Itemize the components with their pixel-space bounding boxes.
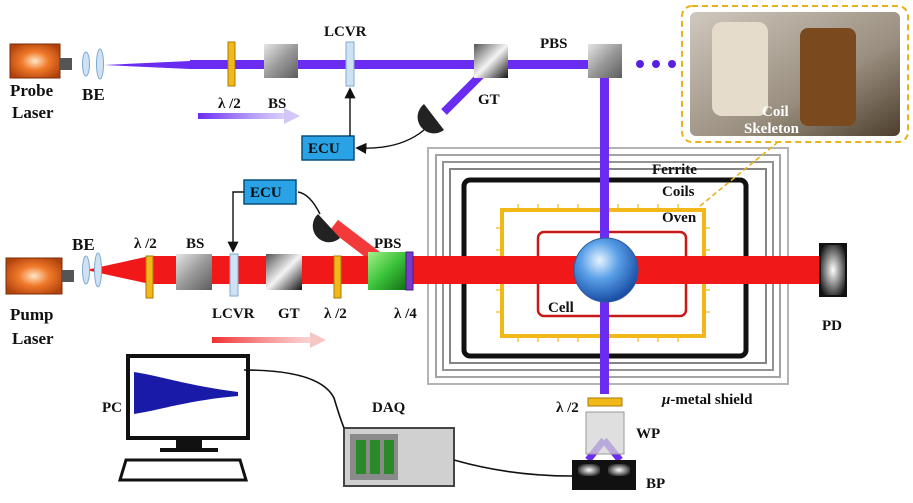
- quarterwave-plate: [405, 251, 414, 291]
- vapor-cell: [573, 237, 639, 303]
- daq-label: DAQ: [372, 400, 406, 416]
- balanced-detector-top: [417, 104, 444, 134]
- halfwave-plate-lower: [587, 397, 623, 407]
- pbs-label-top: PBS: [540, 36, 568, 52]
- pbs-label-bottom: PBS: [374, 236, 402, 252]
- pump-laser-label-2: Laser: [12, 329, 54, 348]
- pd-label: PD: [822, 318, 842, 334]
- bp-label: BP: [646, 476, 665, 492]
- probe-beam: [190, 60, 608, 69]
- pbs-bottom: [368, 252, 406, 290]
- probe-laser: [9, 43, 72, 79]
- beam-expander-bottom: [82, 252, 102, 288]
- coil-skeleton-photo: [681, 5, 909, 143]
- detector-pump: [312, 214, 340, 243]
- pump-beam: [150, 256, 820, 284]
- ecu-label-bottom: ECU: [250, 185, 282, 201]
- glan-taylor-top: [474, 44, 508, 78]
- ecu-box-bottom: [243, 179, 297, 205]
- pc-label: PC: [102, 400, 122, 416]
- photodiode: [819, 243, 847, 297]
- bs-label-top: BS: [268, 96, 286, 112]
- pump-direction-arrow: [212, 332, 326, 348]
- mu-metal-label: μ-metal shield: [661, 392, 753, 408]
- coil-skeleton-label-1: Coil: [762, 104, 789, 120]
- lcvr-top: [345, 41, 355, 87]
- probe-laser-label-1: Probe: [10, 81, 54, 100]
- wollaston-prism: [585, 411, 625, 455]
- coils-label: Coils: [662, 184, 695, 200]
- lcvr-label-bottom: LCVR: [212, 306, 255, 322]
- continuation-dots: [636, 60, 676, 68]
- ecu-bottom-to-lcvr: [227, 191, 244, 253]
- glan-taylor-bottom: [266, 254, 302, 290]
- probe-beam-expanding: [104, 61, 190, 69]
- halfwave-plate-pump-1: [145, 255, 154, 299]
- halfwave-label-top: λ /2: [218, 96, 241, 112]
- beam-splitter-bottom: [176, 254, 212, 290]
- gt-label-top: GT: [478, 92, 500, 108]
- wp-label: WP: [636, 426, 660, 442]
- pc-to-daq-cable: [243, 369, 345, 429]
- lcvr-label-top: LCVR: [324, 24, 367, 40]
- be-label-bottom: BE: [72, 235, 95, 254]
- daq-device: [343, 427, 455, 487]
- probe-beam-vertical: [600, 60, 609, 394]
- pc-monitor: [117, 354, 250, 482]
- ecu-box-top: [301, 135, 355, 161]
- quarterwave-label: λ /4: [394, 306, 417, 322]
- oven-label: Oven: [662, 210, 697, 226]
- pump-beam-expanding: [86, 256, 150, 284]
- gt-label-bottom: GT: [278, 306, 300, 322]
- daq-to-bp-cable: [453, 459, 573, 477]
- halfwave-plate-pump-2: [333, 255, 342, 299]
- beam-expander-top: [82, 48, 104, 80]
- halfwave-label-lower: λ /2: [556, 400, 579, 416]
- beam-splitter-top: [264, 44, 298, 78]
- photo-callout-line: [699, 141, 779, 207]
- cell-label: Cell: [548, 300, 574, 316]
- pump-laser-label-1: Pump: [10, 305, 53, 324]
- ecu-label-top: ECU: [308, 141, 340, 157]
- halfwave-label-pump-2: λ /2: [324, 306, 347, 322]
- ferrite-label: Ferrite: [652, 162, 697, 178]
- detector-to-ecu-bottom: [297, 191, 321, 215]
- probe-laser-label-2: Laser: [12, 103, 54, 122]
- halfwave-plate-top: [227, 41, 236, 87]
- coil-skeleton-label-2: Skeleton: [744, 121, 800, 137]
- probe-direction-arrow: [198, 108, 300, 124]
- detector-to-ecu-top: [355, 129, 425, 154]
- halfwave-label-pump-1: λ /2: [134, 236, 157, 252]
- balanced-photodetector: [572, 460, 636, 490]
- pump-laser: [5, 257, 74, 295]
- bs-label-bottom: BS: [186, 236, 204, 252]
- be-label-top: BE: [82, 85, 105, 104]
- pbs-top: [588, 44, 622, 78]
- lcvr-bottom: [229, 253, 239, 297]
